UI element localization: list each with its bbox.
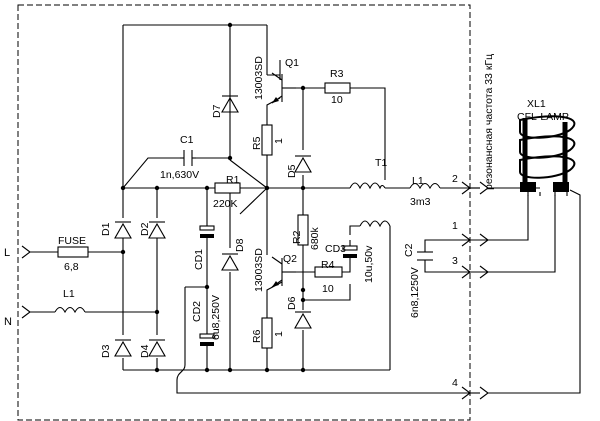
label-cd1: CD1: [193, 249, 205, 270]
output-connectors: [440, 181, 489, 400]
label-r1-value: 220K: [213, 198, 238, 210]
label-pin-2: 2: [452, 173, 458, 185]
inductor-l1-top: [409, 182, 441, 190]
transistor-q2: [271, 256, 296, 288]
label-q2-part: 13003SD: [253, 248, 265, 292]
label-r5-value: 1: [273, 138, 285, 144]
diode-d1: [114, 221, 132, 239]
diode-d5: [294, 155, 312, 173]
label-d2: D2: [139, 222, 151, 236]
label-r2: R2: [291, 230, 303, 244]
label-r6: R6: [251, 329, 263, 343]
label-d8: D8: [234, 238, 246, 252]
label-xl1: XL1: [527, 98, 546, 110]
label-d7: D7: [211, 104, 223, 118]
diode-d4: [148, 339, 166, 357]
label-cd2: CD2: [191, 301, 203, 322]
label-pin-1: 1: [452, 220, 458, 232]
label-r4: R4: [321, 259, 335, 271]
label-d4: D4: [139, 344, 151, 358]
label-r4-value: 10: [322, 283, 334, 295]
label-input-l: L: [4, 247, 10, 259]
diode-d6: [294, 311, 312, 329]
label-r3: R3: [330, 68, 344, 80]
label-c1: C1: [180, 134, 194, 146]
label-q2: Q2: [283, 253, 297, 265]
label-t1: T1: [375, 157, 387, 169]
inductor-l1-bottom: [54, 306, 86, 314]
label-r5: R5: [251, 136, 263, 150]
resistor-r6: [261, 317, 273, 349]
label-cd3: CD3: [325, 243, 346, 255]
label-r6-value: 1: [273, 331, 285, 337]
label-l1-top: L1: [412, 175, 424, 187]
resistor-r3: [324, 82, 351, 94]
label-c1-value: 1n,630V: [160, 169, 199, 181]
label-c2: C2: [403, 243, 415, 257]
label-cd2-value: 6u8,250V: [210, 295, 222, 340]
board-outline: [17, 4, 471, 421]
label-q1: Q1: [285, 57, 299, 69]
label-r3-value: 10: [331, 94, 343, 106]
label-r1: R1: [226, 174, 240, 186]
label-d5: D5: [286, 164, 298, 178]
transistor-q1: [271, 72, 296, 104]
wires: [30, 24, 581, 394]
label-cfl-lamp: CFL-LAMP: [517, 111, 569, 123]
label-l1-bottom: L1: [63, 288, 75, 300]
input-l-terminal: [21, 245, 31, 259]
label-l1-top-value: 3m3: [410, 196, 431, 208]
label-pin-4: 4: [452, 377, 458, 389]
resistor-r2: [297, 214, 309, 246]
capacitor-c2: [417, 245, 433, 268]
label-cd3-value: 10u,50v: [363, 245, 375, 283]
label-d3: D3: [100, 344, 112, 358]
label-input-n: N: [4, 316, 12, 328]
resistor-r1: [214, 182, 241, 194]
resistor-r5: [261, 124, 273, 156]
label-pin-3: 3: [452, 255, 458, 267]
input-n-terminal: [21, 305, 31, 319]
capacitor-cd1: [199, 220, 215, 242]
label-fuse: FUSE: [58, 235, 86, 247]
diode-d7: [221, 95, 239, 113]
label-c2-value: 6n8,1250V: [409, 267, 421, 318]
transformer-t1-secondary: [359, 220, 391, 228]
label-r2-value: 680k: [309, 226, 321, 250]
diode-d8: [221, 253, 239, 271]
capacitor-cd3: [342, 240, 358, 262]
diode-d2: [148, 221, 166, 239]
fuse: [57, 246, 89, 258]
transformer-t1-primary: [349, 182, 386, 190]
cfl-lamp: [519, 115, 576, 196]
label-resonant-frequency: резонансная частота 33 кГц: [483, 54, 495, 190]
label-fuse-value: 6,8: [64, 261, 79, 273]
capacitor-cd2: [199, 330, 215, 352]
junctions: [120, 22, 306, 373]
capacitor-c1: [180, 150, 196, 166]
label-q1-part: 13003SD: [253, 56, 265, 100]
label-d6: D6: [286, 296, 298, 310]
diode-d3: [114, 339, 132, 357]
label-d1: D1: [100, 222, 112, 236]
resistor-r4: [314, 266, 343, 278]
